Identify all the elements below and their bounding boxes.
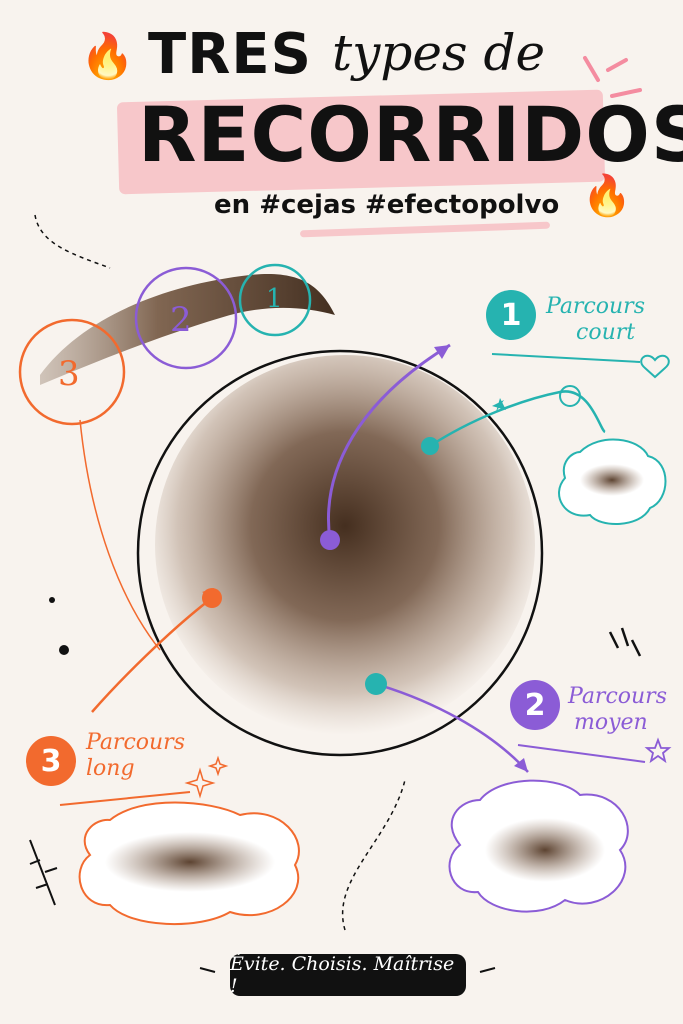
label-path-long-line1: Parcours — [86, 730, 185, 755]
label-path-short-line1: Parcours — [546, 294, 645, 319]
star-icon — [644, 737, 672, 764]
badge-path-2: 2 — [510, 680, 560, 730]
dashed-arrow-top — [34, 214, 111, 269]
flame-icon-right: 🔥 — [582, 173, 632, 219]
brow-circle-2 — [134, 266, 238, 370]
footer-tagline: Évite. Choisis. Maîtrise ! — [230, 953, 466, 997]
label-path-short: Parcours court — [546, 294, 645, 346]
title-word-tres: TRES — [148, 22, 312, 87]
brow-marker-2: 2 — [170, 300, 192, 340]
flame-icon-left: 🔥 — [80, 31, 135, 82]
sparkle-icon — [184, 767, 216, 799]
brow-circle-1 — [238, 263, 312, 337]
label-path-medium: Parcours moyen — [568, 684, 667, 736]
title-word-recorridos: RECORRIDOS — [138, 90, 683, 179]
dashed-arrow-bottom — [342, 779, 406, 931]
label-path-medium-line1: Parcours — [568, 684, 667, 709]
label-path-short-line2: court — [576, 320, 636, 345]
badge-path-1: 1 — [486, 290, 536, 340]
leaf-icon — [29, 839, 58, 906]
heart-icon — [640, 354, 670, 379]
brow-marker-1: 1 — [266, 284, 283, 314]
badge-path-3: 3 — [26, 736, 76, 786]
eyebrow-shape — [40, 274, 335, 385]
label-path-medium-line2: moyen — [574, 710, 648, 735]
path-medium-arrow — [327, 343, 451, 541]
brow-marker-3: 3 — [58, 354, 80, 394]
subtitle: en #cejas #efectopolvo — [214, 190, 560, 220]
brow-circle-3 — [18, 318, 126, 426]
path-long-arrow — [91, 597, 213, 713]
path-medium-arrow-2 — [375, 682, 529, 773]
title-word-types: types de — [332, 24, 546, 82]
label-path-long-line2: long — [86, 756, 135, 781]
label-path-long: Parcours long — [86, 730, 185, 782]
